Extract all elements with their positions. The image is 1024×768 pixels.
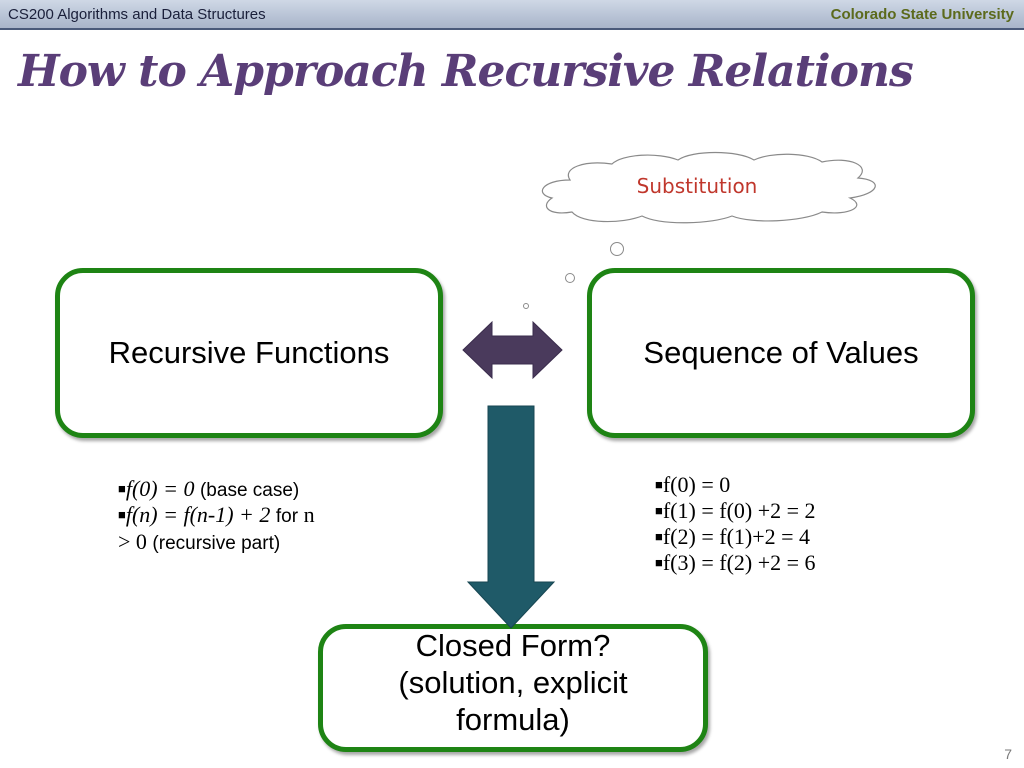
square-bullet-icon: ■ <box>118 481 126 496</box>
thought-bubble-medium <box>565 273 575 283</box>
n-variable: n <box>303 502 315 528</box>
cloud-shape-icon <box>541 151 876 224</box>
closed-form-label: Closed Form?(solution, explicit formula) <box>398 628 628 738</box>
recursive-part-note: (recursive part) <box>152 532 281 554</box>
page-number: 7 <box>1004 746 1012 762</box>
square-bullet-icon: ■ <box>655 528 663 544</box>
for-word: for <box>275 506 299 528</box>
sequence-item-3: ■f(3) = f(2) +2 = 6 <box>655 550 955 576</box>
sequence-value-1: f(1) = f(0) +2 = 2 <box>662 497 816 523</box>
sequence-item-0: ■f(0) = 0 <box>655 472 955 498</box>
base-case-note: (base case) <box>199 480 300 501</box>
sequence-item-2: ■f(2) = f(1)+2 = 4 <box>655 524 955 550</box>
thought-cloud: Substitution <box>532 150 892 226</box>
recursive-functions-label: Recursive Functions <box>108 335 390 370</box>
closed-form-box: Closed Form?(solution, explicit formula) <box>318 624 708 752</box>
square-bullet-icon: ■ <box>655 502 663 518</box>
cloud-label: Substitution <box>636 174 758 198</box>
sequence-item-1: ■f(1) = f(0) +2 = 2 <box>655 498 955 524</box>
double-arrow-icon <box>462 320 563 380</box>
slide-title: How to Approach Recursive Relations <box>18 46 914 97</box>
course-name: CS200 Algorithms and Data Structures <box>8 6 266 23</box>
thought-bubble-small <box>523 303 529 309</box>
header-bar: CS200 Algorithms and Data Structures Col… <box>0 0 1024 30</box>
square-bullet-icon: ■ <box>655 554 663 570</box>
sequence-of-values-box: Sequence of Values <box>587 268 975 438</box>
greater-than-zero: > 0 <box>118 528 147 554</box>
recursive-formula: f(n) = f(n-1) + 2 <box>125 502 271 528</box>
sequence-value-0: f(0) = 0 <box>662 472 731 497</box>
sequence-of-values-label: Sequence of Values <box>643 335 919 370</box>
university-name: Colorado State University <box>830 6 1014 23</box>
left-bullet-2: ■f(n) = f(n-1) + 2 for n <box>118 502 408 528</box>
recursive-functions-box: Recursive Functions <box>55 268 443 438</box>
down-arrow-icon <box>466 405 556 629</box>
square-bullet-icon: ■ <box>655 477 663 492</box>
left-bullet-1: ■f(0) = 0 (base case) <box>118 476 408 502</box>
sequence-value-2: f(2) = f(1)+2 = 4 <box>662 523 811 549</box>
sequence-value-3: f(3) = f(2) +2 = 6 <box>662 549 816 575</box>
thought-bubble-large <box>610 242 624 256</box>
left-bullet-list: ■f(0) = 0 (base case) ■f(n) = f(n-1) + 2… <box>118 476 408 555</box>
base-case-formula: f(0) = 0 <box>125 476 195 501</box>
right-bullet-list: ■f(0) = 0 ■f(1) = f(0) +2 = 2 ■f(2) = f(… <box>655 472 955 576</box>
square-bullet-icon: ■ <box>118 507 126 523</box>
left-bullet-2-continued: > 0 (recursive part) <box>118 529 408 555</box>
